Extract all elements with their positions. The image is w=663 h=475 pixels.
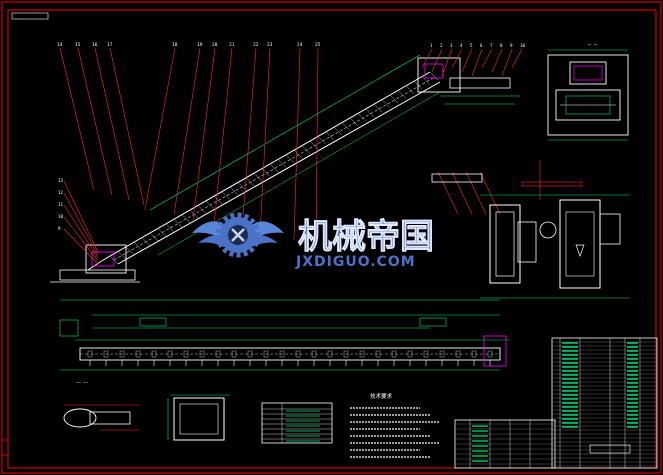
svg-text:— —: — — (588, 42, 598, 48)
svg-text:—— ——: —— —— (76, 380, 89, 385)
balloon-label: 9 (510, 43, 513, 48)
balloon-label: 12 (58, 190, 64, 195)
balloon-column-left: 13 12 11 10 9 (58, 178, 64, 231)
balloon-label: 5 (470, 43, 473, 48)
gear-wings-logo-icon (192, 212, 284, 258)
title-block (454, 337, 658, 469)
section-view-top-right: — — (547, 42, 629, 141)
leader-lines (59, 47, 523, 265)
balloon-label: 21 (229, 42, 235, 48)
drawing-inner-border (7, 9, 657, 469)
balloon-label: 14 (57, 42, 63, 48)
tech-notes: 技术要求 (350, 392, 440, 458)
balloon-label: 20 (212, 42, 218, 48)
balloon-row-top: 14 15 16 17 18 19 20 21 22 23 24 25 (57, 42, 321, 48)
tech-notes-title: 技术要求 (370, 392, 393, 400)
balloon-label: 13 (58, 178, 64, 183)
watermark-cn: 机械帝国 (298, 217, 434, 257)
watermark: 机械帝国 JXDIGUO.COM (192, 212, 434, 270)
corner-label-box (11, 12, 49, 20)
balloon-label: 18 (172, 42, 178, 48)
balloon-label: 2 (440, 43, 443, 48)
balloon-label: 7 (490, 43, 493, 48)
small-table (261, 402, 333, 444)
balloon-label: 19 (197, 42, 203, 48)
balloon-label: 1 (430, 43, 433, 48)
balloon-label: 16 (92, 42, 98, 48)
balloon-label: 15 (75, 42, 81, 48)
balloon-label: 23 (267, 42, 273, 48)
conveyor-supports (87, 350, 493, 366)
balloon-label: 3 (450, 43, 453, 48)
balloon-label: 11 (58, 202, 64, 207)
watermark-en: JXDIGUO.COM (295, 254, 416, 270)
balloon-label: 4 (460, 43, 463, 48)
balloon-label: 24 (297, 42, 303, 48)
balloon-label: 22 (253, 42, 259, 48)
balloon-label: 25 (315, 42, 321, 48)
drive-unit (431, 160, 630, 299)
balloon-label: 8 (500, 43, 503, 48)
balloon-label: 6 (480, 43, 483, 48)
detail-view-square (167, 394, 230, 441)
balloon-label: 17 (107, 42, 113, 48)
horizontal-conveyor (59, 299, 510, 371)
balloon-label: 10 (520, 43, 526, 48)
detail-view-left: —— —— (63, 380, 140, 431)
balloon-row-right: 1 2 3 4 5 6 7 8 9 10 (430, 43, 526, 48)
inclined-conveyor (50, 54, 520, 283)
balloon-label: 9 (58, 226, 61, 231)
balloon-label: 10 (58, 214, 64, 219)
